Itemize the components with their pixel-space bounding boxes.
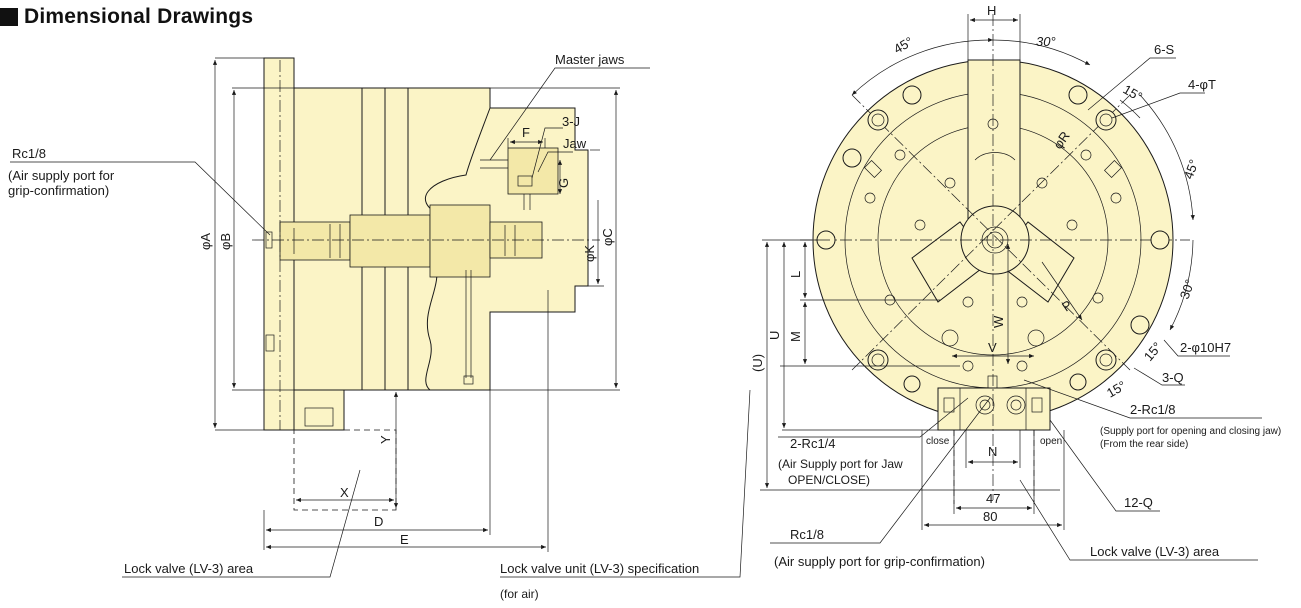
dim-w-label: W xyxy=(991,315,1006,328)
side-rc18-label: Rc1/8 xyxy=(12,146,46,161)
front-top-jaw xyxy=(967,59,1021,231)
two-rc18-label: 2-Rc1/8 xyxy=(1130,402,1176,417)
dim-y-label: Y xyxy=(378,435,393,444)
inner-bolt-holes xyxy=(864,118,1122,372)
side-air-supply-label-1: (Air supply port for xyxy=(8,168,115,183)
side-lock-valve-area-label: Lock valve (LV-3) area xyxy=(124,561,254,576)
angle-30-right: 30° xyxy=(1177,277,1198,301)
six-s-label: 6-S xyxy=(1154,42,1175,57)
four-phi-t-label: 4-φT xyxy=(1188,77,1216,92)
heading-square-icon xyxy=(0,8,18,26)
open-label: open xyxy=(1040,436,1062,447)
angle-15-right: 15° xyxy=(1141,339,1165,364)
three-j-label: 3-J xyxy=(562,114,580,129)
side-piston xyxy=(279,221,351,261)
side-air-supply-label-2: grip-confirmation) xyxy=(8,183,109,198)
air-jaw-label-1: (Air Supply port for Jaw xyxy=(778,457,903,471)
section-heading: Dimensional Drawings xyxy=(0,2,253,32)
dim-phi-b-label: φB xyxy=(218,233,233,250)
dim-80-label: 80 xyxy=(983,509,997,524)
two-phi10h7-label: 2-φ10H7 xyxy=(1180,340,1231,355)
supply-port-label-1: (Supply port for opening and closing jaw… xyxy=(1100,426,1281,437)
three-q-label: 3-Q xyxy=(1162,370,1184,385)
lock-valve-unit-label-1: Lock valve unit (LV-3) specification xyxy=(500,561,699,576)
dim-m-label: M xyxy=(788,331,803,342)
lock-valve-unit-label-2: (for air) xyxy=(500,587,539,601)
supply-port-label-2: (From the rear side) xyxy=(1100,439,1188,450)
angle-45-top: 45° xyxy=(891,34,916,57)
dim-phi-c-label: φC xyxy=(600,228,615,246)
dim-f-label: F xyxy=(522,125,530,140)
dim-x-label: X xyxy=(340,485,349,500)
side-jaw-block xyxy=(507,147,559,195)
angle-15-bottom: 15° xyxy=(1104,378,1129,401)
page-title: Dimensional Drawings xyxy=(24,5,254,28)
angle-30-top: 30° xyxy=(1036,34,1056,49)
close-label: close xyxy=(926,436,950,447)
front-rc18-label: Rc1/8 xyxy=(790,527,824,542)
outer-bolt-holes xyxy=(816,85,1170,393)
two-rc14-label: 2-Rc1/4 xyxy=(790,436,836,451)
front-lock-valve-area-label: Lock valve (LV-3) area xyxy=(1090,544,1220,559)
dim-g-label: G xyxy=(556,178,571,188)
dim-phi-a-label: φA xyxy=(198,233,213,250)
side-lock-valve-body xyxy=(293,389,345,431)
dim-h-label: H xyxy=(987,3,996,18)
dim-l-label: L xyxy=(788,271,803,278)
master-jaws-label: Master jaws xyxy=(555,52,625,67)
jaw-label: Jaw xyxy=(563,136,587,151)
dim-v-label: V xyxy=(988,340,997,355)
twelve-q-label: 12-Q xyxy=(1124,495,1153,510)
air-jaw-label-2: OPEN/CLOSE) xyxy=(788,473,870,487)
angle-45-right: 45° xyxy=(1181,157,1202,181)
dim-n-label: N xyxy=(988,444,997,459)
dim-e-label: E xyxy=(400,532,409,547)
dim-u-label: U xyxy=(767,331,782,340)
front-view: H 45° 30° 6-S 15° 4-φT 45° φR L U (U) M … xyxy=(750,3,1281,569)
side-view: Rc1/8 (Air supply port for grip-confirma… xyxy=(8,52,751,601)
dim-d-label: D xyxy=(374,514,383,529)
dim-phi-k-label: φK xyxy=(582,245,597,262)
air-grip-label: (Air supply port for grip-confirmation) xyxy=(774,554,985,569)
dim-47-label: 47 xyxy=(986,491,1000,506)
dim-u-paren-label: (U) xyxy=(750,354,765,372)
